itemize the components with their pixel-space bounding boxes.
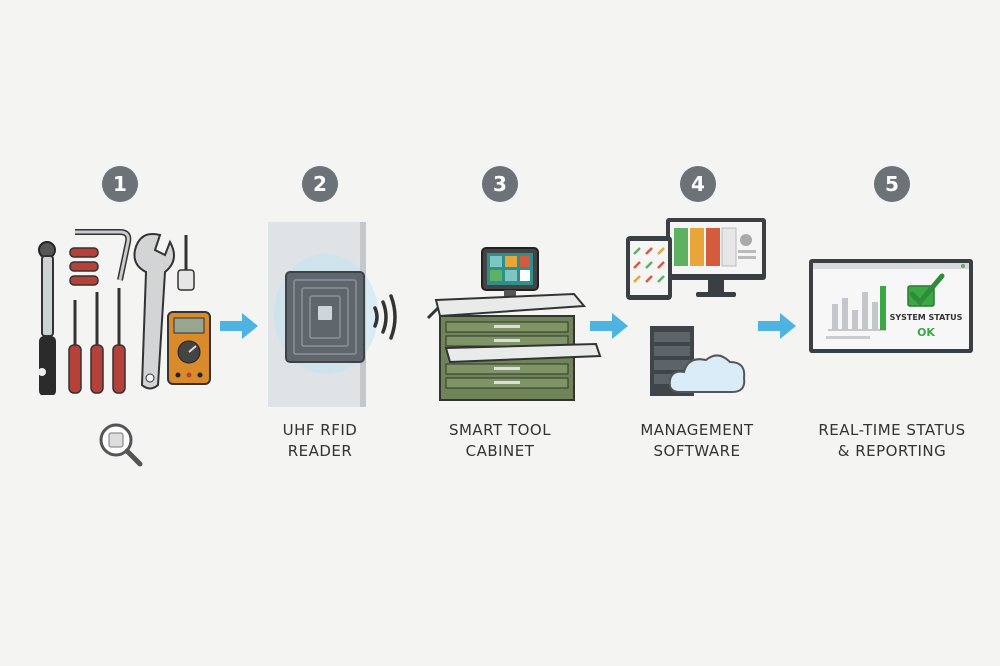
screwdrivers [68,288,126,394]
step-3-label-line2: CABINET [465,442,535,460]
status-title: SYSTEM STATUS [890,313,963,322]
step-5-label-line1: REAL-TIME STATUS [818,421,966,439]
management-software-illustration [626,218,766,396]
tools-illustration [38,229,211,395]
step-5-label: REAL-TIME STATUS & REPORTING [802,420,982,462]
multimeter [167,311,211,385]
step-3-label-line1: SMART TOOL [448,421,552,439]
step-2-label: UHF RFID READER [230,420,410,462]
step-5-label-line2: & REPORTING [837,442,947,460]
status-value: OK [917,326,935,339]
wireless-waves-icon [373,294,397,340]
step-2-label-line1: UHF RFID [282,421,358,439]
torque-wrench [38,241,56,395]
step-1-number: 1 [102,166,138,202]
cloud-icon [668,354,746,393]
step-2-number: 2 [302,166,338,202]
step-3-number: 3 [482,166,518,202]
step-4-label: MANAGEMENT SOFTWARE [607,420,787,462]
adjustable-wrench [133,233,175,390]
tool-cabinet-illustration [426,247,602,401]
step-5-number: 5 [874,166,910,202]
status-dashboard-illustration: SYSTEM STATUS OK [809,259,973,353]
checkmark-icon [907,273,945,307]
step-4-number: 4 [680,166,716,202]
arrow-4-to-5 [758,313,796,339]
step-4-label-line2: SOFTWARE [653,442,741,460]
arrow-1-to-2 [220,313,258,339]
step-4-label-line1: MANAGEMENT [640,421,754,439]
step-3-label: SMART TOOL CABINET [410,420,590,462]
step-2-label-line2: READER [287,442,353,460]
arrow-3-to-4 [590,313,628,339]
rfid-reader-illustration [268,222,397,407]
magnifier-icon [99,423,143,467]
